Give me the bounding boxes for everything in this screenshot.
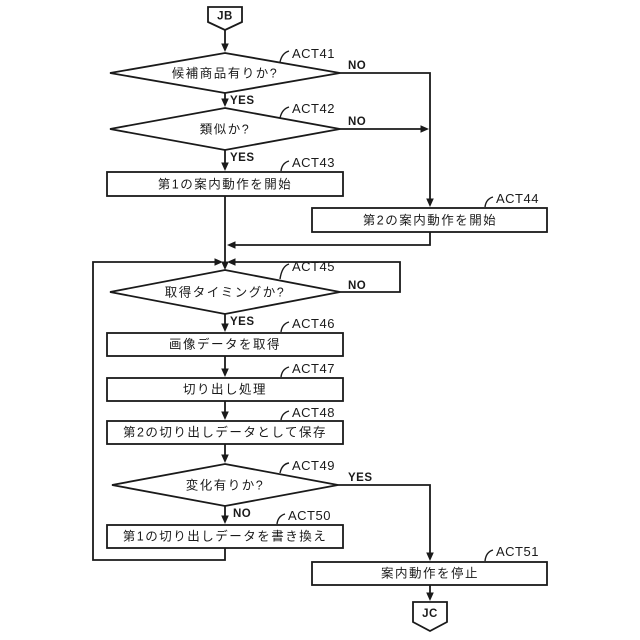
act49-yes-label: YES — [348, 472, 373, 484]
act42-leader — [279, 106, 290, 119]
edge-act41-no — [340, 72, 431, 200]
arrow-act41-yes — [221, 98, 229, 107]
process-act48-text: 第2の切り出しデータとして保存 — [123, 425, 327, 440]
process-act51: 案内動作を停止 ACT51 — [311, 544, 548, 586]
terminal-start-label: JB — [217, 11, 233, 23]
process-act44-text: 第2の案内動作を開始 — [363, 213, 497, 228]
arrow-into-act45 — [221, 261, 229, 270]
arrow-into-end — [426, 592, 434, 601]
arrow-into-act41 — [221, 43, 229, 52]
arrow-act49-no — [221, 515, 229, 524]
decision-act42: 類似か? ACT42 — [109, 101, 341, 151]
arrow-into-act49 — [221, 454, 229, 463]
arrow-act45-yes — [221, 323, 229, 332]
act44-tag: ACT44 — [496, 191, 539, 206]
act49-tag: ACT49 — [292, 458, 335, 473]
act41-leader — [279, 50, 290, 63]
process-act47: 切り出し処理 ACT47 — [106, 361, 344, 402]
act51-leader — [484, 549, 494, 562]
terminal-end-label: JC — [422, 608, 438, 620]
process-act46: 画像データを取得 ACT46 — [106, 316, 344, 357]
decision-act49: 変化有りか? ACT49 — [111, 458, 339, 507]
branch-labels: YES NO YES NO YES NO YES NO — [230, 60, 373, 520]
act47-leader — [280, 366, 290, 378]
process-act46-text: 画像データを取得 — [169, 337, 281, 352]
edge-act45-no-loop — [235, 261, 401, 293]
terminal-end: JC — [412, 601, 448, 633]
act41-yes-label: YES — [230, 95, 255, 107]
decision-act41-text: 候補商品有りか? — [172, 66, 278, 81]
terminal-start: JB — [207, 6, 243, 31]
arrow-into-act44 — [426, 198, 434, 207]
act45-no-label: NO — [348, 280, 366, 292]
edge-act49-yes — [338, 484, 431, 555]
process-act47-text: 切り出し処理 — [183, 383, 267, 397]
act48-tag: ACT48 — [292, 405, 335, 420]
arrow-act44-return — [227, 241, 236, 249]
act44-leader — [484, 196, 494, 208]
edge-act50-loop — [92, 261, 226, 561]
decision-act45: 取得タイミングか? ACT45 — [109, 259, 341, 315]
edge-act44-return — [235, 232, 431, 246]
act42-tag: ACT42 — [292, 101, 335, 116]
process-act44: 第2の案内動作を開始 ACT44 — [311, 191, 548, 233]
act48-leader — [280, 410, 290, 421]
act46-leader — [280, 321, 290, 333]
act47-tag: ACT47 — [292, 361, 335, 376]
act41-no-label: NO — [348, 60, 366, 72]
arrow-into-act47 — [221, 368, 229, 377]
act42-no-label: NO — [348, 116, 366, 128]
act43-leader — [280, 160, 290, 172]
arrow-left-loop-join — [214, 258, 223, 266]
act46-tag: ACT46 — [292, 316, 335, 331]
process-act51-text: 案内動作を停止 — [381, 566, 479, 581]
act43-tag: ACT43 — [292, 155, 335, 170]
act45-leader — [279, 263, 290, 280]
act50-leader — [276, 513, 286, 525]
decision-act42-text: 類似か? — [200, 123, 250, 137]
act45-yes-label: YES — [230, 316, 255, 328]
process-act50-text: 第1の切り出しデータを書き換え — [123, 529, 327, 544]
decision-act49-text: 変化有りか? — [186, 478, 264, 493]
process-act43-text: 第1の案内動作を開始 — [158, 177, 292, 192]
process-act50: 第1の切り出しデータを書き換え ACT50 — [106, 508, 344, 549]
arrow-act42-yes — [221, 162, 229, 171]
act41-tag: ACT41 — [292, 46, 335, 61]
decision-act45-text: 取得タイミングか? — [165, 285, 285, 300]
act49-no-label: NO — [233, 508, 251, 520]
arrow-into-act48 — [221, 411, 229, 420]
act50-tag: ACT50 — [288, 508, 331, 523]
arrow-act42-no — [420, 125, 429, 133]
process-act48: 第2の切り出しデータとして保存 ACT48 — [106, 405, 344, 445]
arrow-right-loop-join — [227, 258, 236, 266]
act42-yes-label: YES — [230, 152, 255, 164]
arrow-into-act51 — [426, 552, 434, 561]
act45-tag: ACT45 — [292, 259, 335, 274]
decision-act41: 候補商品有りか? ACT41 — [109, 46, 341, 94]
act49-leader — [279, 462, 290, 474]
process-act43: 第1の案内動作を開始 ACT43 — [106, 155, 344, 197]
arrowheads — [214, 43, 434, 601]
act51-tag: ACT51 — [496, 544, 539, 559]
